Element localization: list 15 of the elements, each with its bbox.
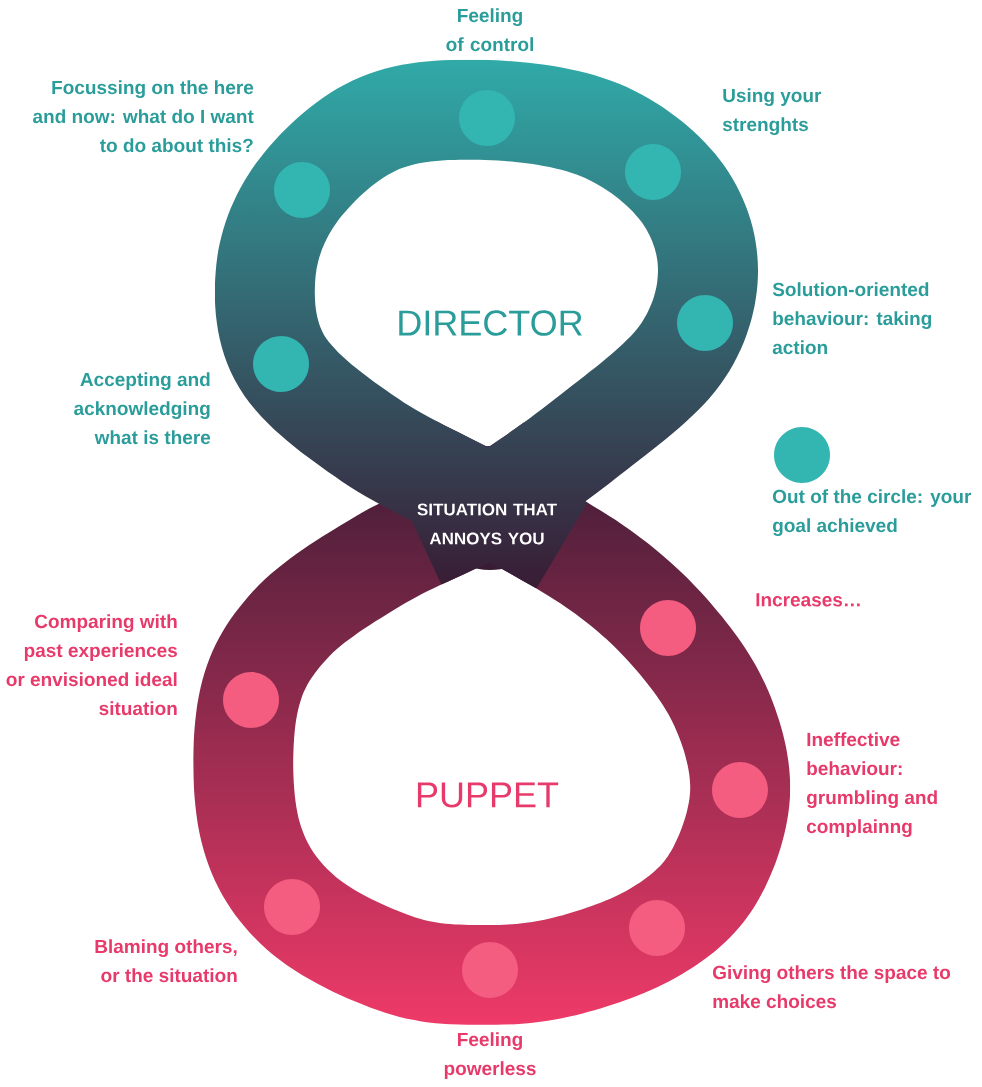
dot-caption: Blaming others, or the situation — [95, 939, 237, 983]
dot-caption: Increases… — [756, 593, 860, 607]
dot-caption: Out of the circle: your goal achieved — [773, 489, 972, 536]
dot-caption: Giving others the space to make choices — [713, 965, 951, 1009]
center-label: SITUATION THAT ANNOYS YOU — [417, 503, 557, 545]
dot-caption: Using your strenghts — [722, 88, 822, 135]
loop-title: PUPPET — [417, 782, 559, 808]
dot-caption: Feeling powerless — [444, 1032, 536, 1079]
dot-caption: Comparing with past experiences or envisioned ideal situation — [6, 614, 177, 716]
dot-caption: Focussing on the here and now: what do I want to do about this? — [33, 80, 254, 153]
dot-caption: Feeling of control — [446, 8, 533, 52]
dot-caption: Solution-oriented behaviour: taking action — [772, 282, 932, 355]
loop-title: DIRECTOR — [399, 310, 582, 336]
dot-caption: Ineffective behaviour: grumbling and complainng — [806, 732, 937, 837]
dot-caption: Accepting and acknowledging what is there — [74, 372, 211, 445]
